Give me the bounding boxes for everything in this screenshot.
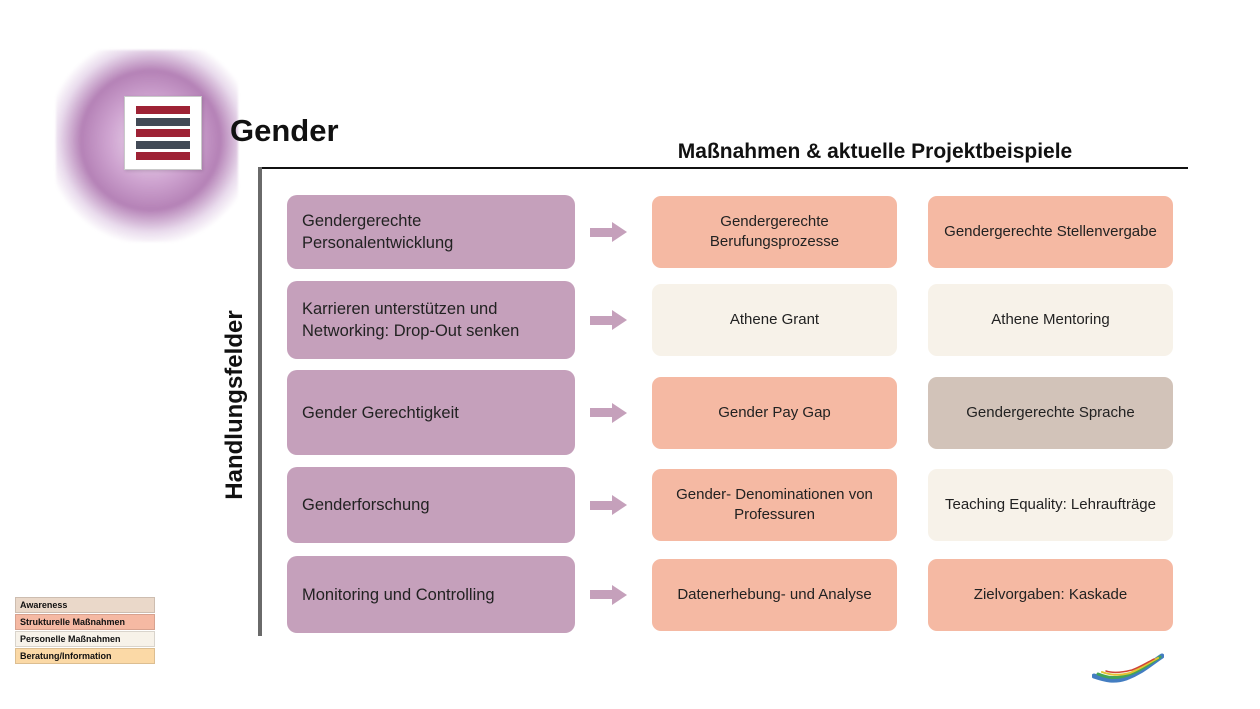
logo-bar	[136, 129, 190, 137]
logo-bar	[136, 152, 190, 160]
example-label: Teaching Equality: Lehraufträge	[945, 496, 1156, 513]
example-label: Gender- Denominationen von Professuren	[676, 486, 873, 523]
legend-item: Strukturelle Maßnahmen	[15, 614, 155, 630]
diagram-row: Genderforschung Gender- Denominationen v…	[287, 467, 1173, 543]
example-label: Gendergerechte Berufungsprozesse	[709, 213, 840, 250]
legend: Awareness Strukturelle Maßnahmen Persone…	[15, 597, 155, 665]
field-box: Genderforschung	[287, 467, 575, 543]
page-title: Gender	[230, 113, 339, 148]
example-box: Gender Pay Gap	[652, 376, 897, 449]
logo-bar	[136, 140, 190, 149]
example-label: Athene Mentoring	[991, 311, 1110, 328]
legend-item: Beratung/Information	[15, 648, 155, 664]
field-box: Monitoring und Controlling	[287, 556, 575, 633]
arrow-head	[612, 310, 627, 330]
arrow-head	[612, 222, 627, 242]
example-box: Gendergerechte Stellenvergabe	[928, 196, 1173, 268]
arrow-right-icon	[590, 584, 627, 605]
example-label: Zielvorgaben: Kaskade	[973, 585, 1128, 603]
example-label: Gendergerechte Sprache	[966, 403, 1135, 421]
arrow-right-icon	[590, 310, 627, 330]
arrow-head	[612, 402, 627, 423]
example-box: Athene Mentoring	[928, 284, 1173, 356]
diagram-row: Karrieren unterstützen und Networking: D…	[287, 281, 1173, 359]
diagram-row: Gender Gerechtigkeit Gender Pay Gap Gend…	[287, 370, 1173, 455]
example-box: Datenerhebung- und Analyse	[652, 558, 897, 631]
example-box: Athene Grant	[652, 284, 897, 356]
field-label: Genderforschung	[302, 496, 430, 514]
swoosh-graphic	[1091, 652, 1165, 693]
example-box: Gender- Denominationen von Professuren	[652, 469, 897, 541]
column-header: Maßnahmen & aktuelle Projektbeispiele	[677, 140, 1073, 163]
example-label: Gender Pay Gap	[718, 403, 831, 421]
vertical-divider	[258, 167, 262, 636]
swoosh-icon	[1091, 653, 1165, 683]
header-underline	[258, 167, 1188, 169]
diagram-row: Monitoring und Controlling Datenerhebung…	[287, 556, 1173, 633]
field-label: Monitoring und Controlling	[302, 585, 495, 604]
arrow-right-icon	[590, 402, 627, 423]
arrow-shaft	[590, 227, 612, 237]
example-label: Gendergerechte Stellenvergabe	[944, 223, 1157, 240]
example-box: Gendergerechte Sprache	[928, 376, 1173, 449]
example-box: Gendergerechte Berufungsprozesse	[652, 196, 897, 268]
arrow-right-icon	[590, 222, 627, 242]
arrow-shaft	[590, 500, 612, 510]
example-box: Teaching Equality: Lehraufträge	[928, 469, 1173, 541]
logo-bar	[136, 117, 190, 126]
example-box: Zielvorgaben: Kaskade	[928, 558, 1173, 631]
field-label: Gender Gerechtigkeit	[302, 403, 459, 422]
axis-label-handlungsfelder: Handlungsfelder	[221, 310, 248, 500]
example-label: Datenerhebung- und Analyse	[677, 585, 872, 603]
field-label: Gendergerechte Personalentwicklung	[302, 212, 454, 252]
tu-darmstadt-logo	[124, 96, 202, 170]
arrow-head	[612, 584, 627, 605]
arrow-head	[612, 495, 627, 515]
arrow-right-icon	[590, 495, 627, 515]
diagram-row: Gendergerechte Personalentwicklung Gende…	[287, 195, 1173, 269]
logo-bar	[136, 106, 190, 114]
legend-item: Personelle Maßnahmen	[15, 631, 155, 647]
field-box: Karrieren unterstützen und Networking: D…	[287, 281, 575, 359]
example-label: Athene Grant	[729, 311, 820, 328]
field-label: Karrieren unterstützen und Networking: D…	[302, 300, 520, 340]
field-box: Gendergerechte Personalentwicklung	[287, 195, 575, 269]
arrow-shaft	[590, 590, 612, 599]
arrow-shaft	[590, 315, 612, 325]
field-box: Gender Gerechtigkeit	[287, 370, 575, 455]
arrow-shaft	[590, 408, 612, 417]
legend-item: Awareness	[15, 597, 155, 613]
